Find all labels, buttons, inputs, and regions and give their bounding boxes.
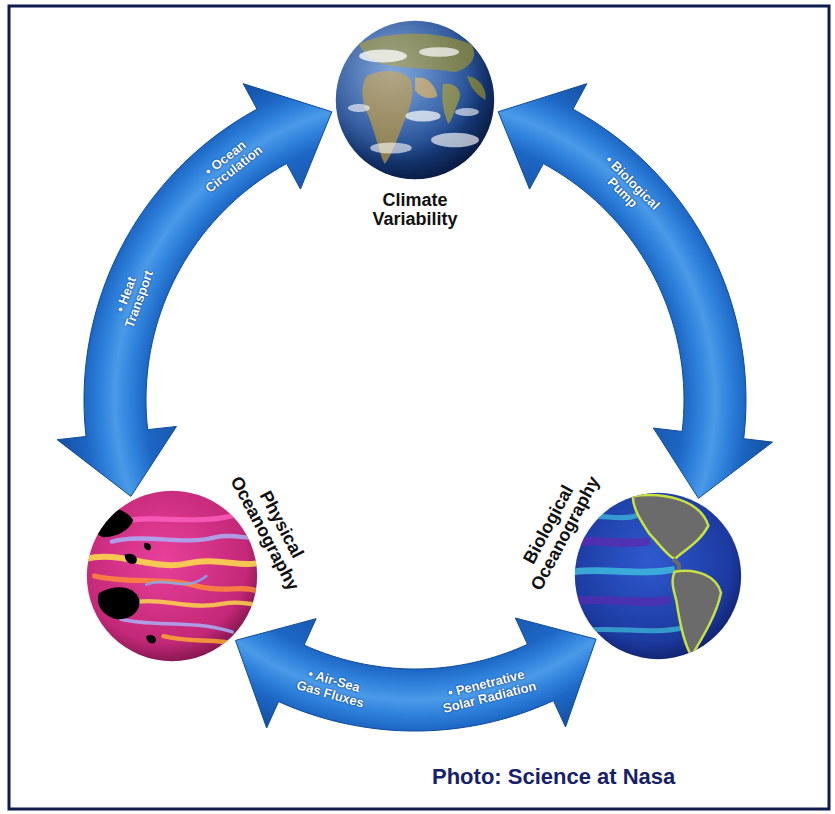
globe-node: Biological Oceanography — [574, 492, 742, 660]
double-arrow — [236, 618, 597, 731]
globe-label: Climate Variability — [372, 191, 457, 229]
arrow-label: • Penetrative Solar Radiation — [430, 664, 546, 719]
arrow-label: • Biological Pump — [589, 149, 666, 226]
globe-node: Physical Oceanography — [86, 490, 258, 662]
physical-globe — [86, 490, 258, 662]
node-title: Climate Variability — [372, 191, 457, 229]
arrow-label: • Heat Transport — [106, 255, 160, 340]
frame — [9, 6, 829, 809]
globe-node: Climate Variability — [335, 20, 495, 180]
climate-globe — [335, 20, 495, 180]
double-arrow — [498, 84, 772, 499]
arrow-label: • Air-Sea Gas Fluxes — [290, 664, 375, 714]
connector-group — [57, 84, 772, 731]
arrow-label: • Ocean Circulation — [190, 128, 271, 200]
double-arrow — [57, 84, 332, 497]
photo-credit: Photo: Science at Nasa — [432, 764, 675, 790]
biological-globe — [574, 492, 742, 660]
